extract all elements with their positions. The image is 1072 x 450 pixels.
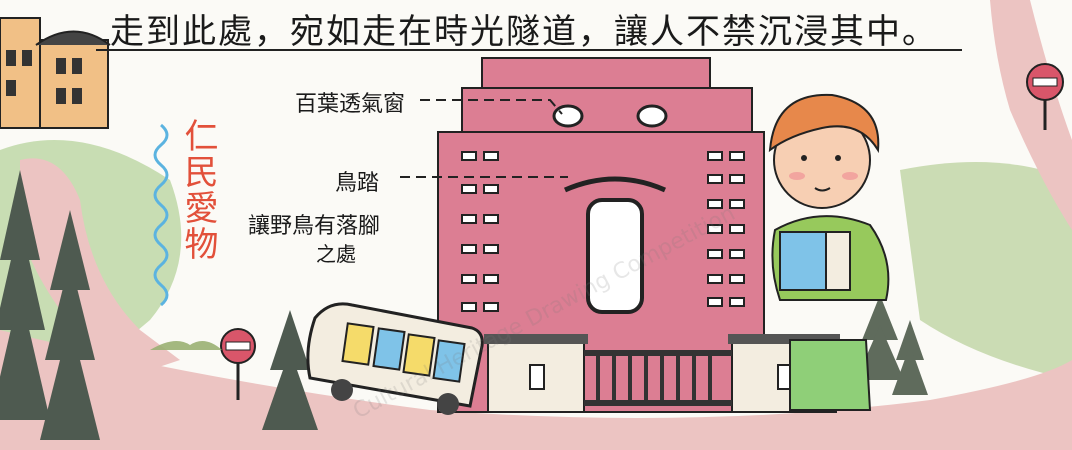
label-owl-pun-line1: 讓野鳥有落腳 — [248, 214, 381, 239]
label-bird-stand: 鳥踏 — [335, 171, 380, 196]
caption-text: 走到此處，宛如走在時光隧道，讓人不禁沉浸其中。 — [110, 12, 938, 52]
road-sign-icon — [220, 328, 256, 400]
bus-icon — [306, 302, 484, 415]
tree-icon — [856, 295, 928, 395]
caption-underline — [96, 49, 962, 51]
label-owl-pun-line2: 之處 — [316, 242, 356, 266]
tree-icon — [0, 170, 318, 440]
pointer-line-vent — [420, 99, 563, 115]
road-sign-icon — [1026, 63, 1064, 130]
right-hill — [900, 162, 1072, 380]
right-road — [990, 0, 1072, 230]
boy-icon — [768, 93, 890, 411]
label-vent-window: 百葉透氣窗 — [295, 92, 406, 117]
swirl-decoration-icon — [153, 123, 169, 307]
grass-tuft — [150, 341, 222, 350]
left-road — [20, 158, 180, 380]
house-icon — [0, 17, 111, 129]
vertical-slogan: 仁民愛物 — [178, 118, 218, 262]
